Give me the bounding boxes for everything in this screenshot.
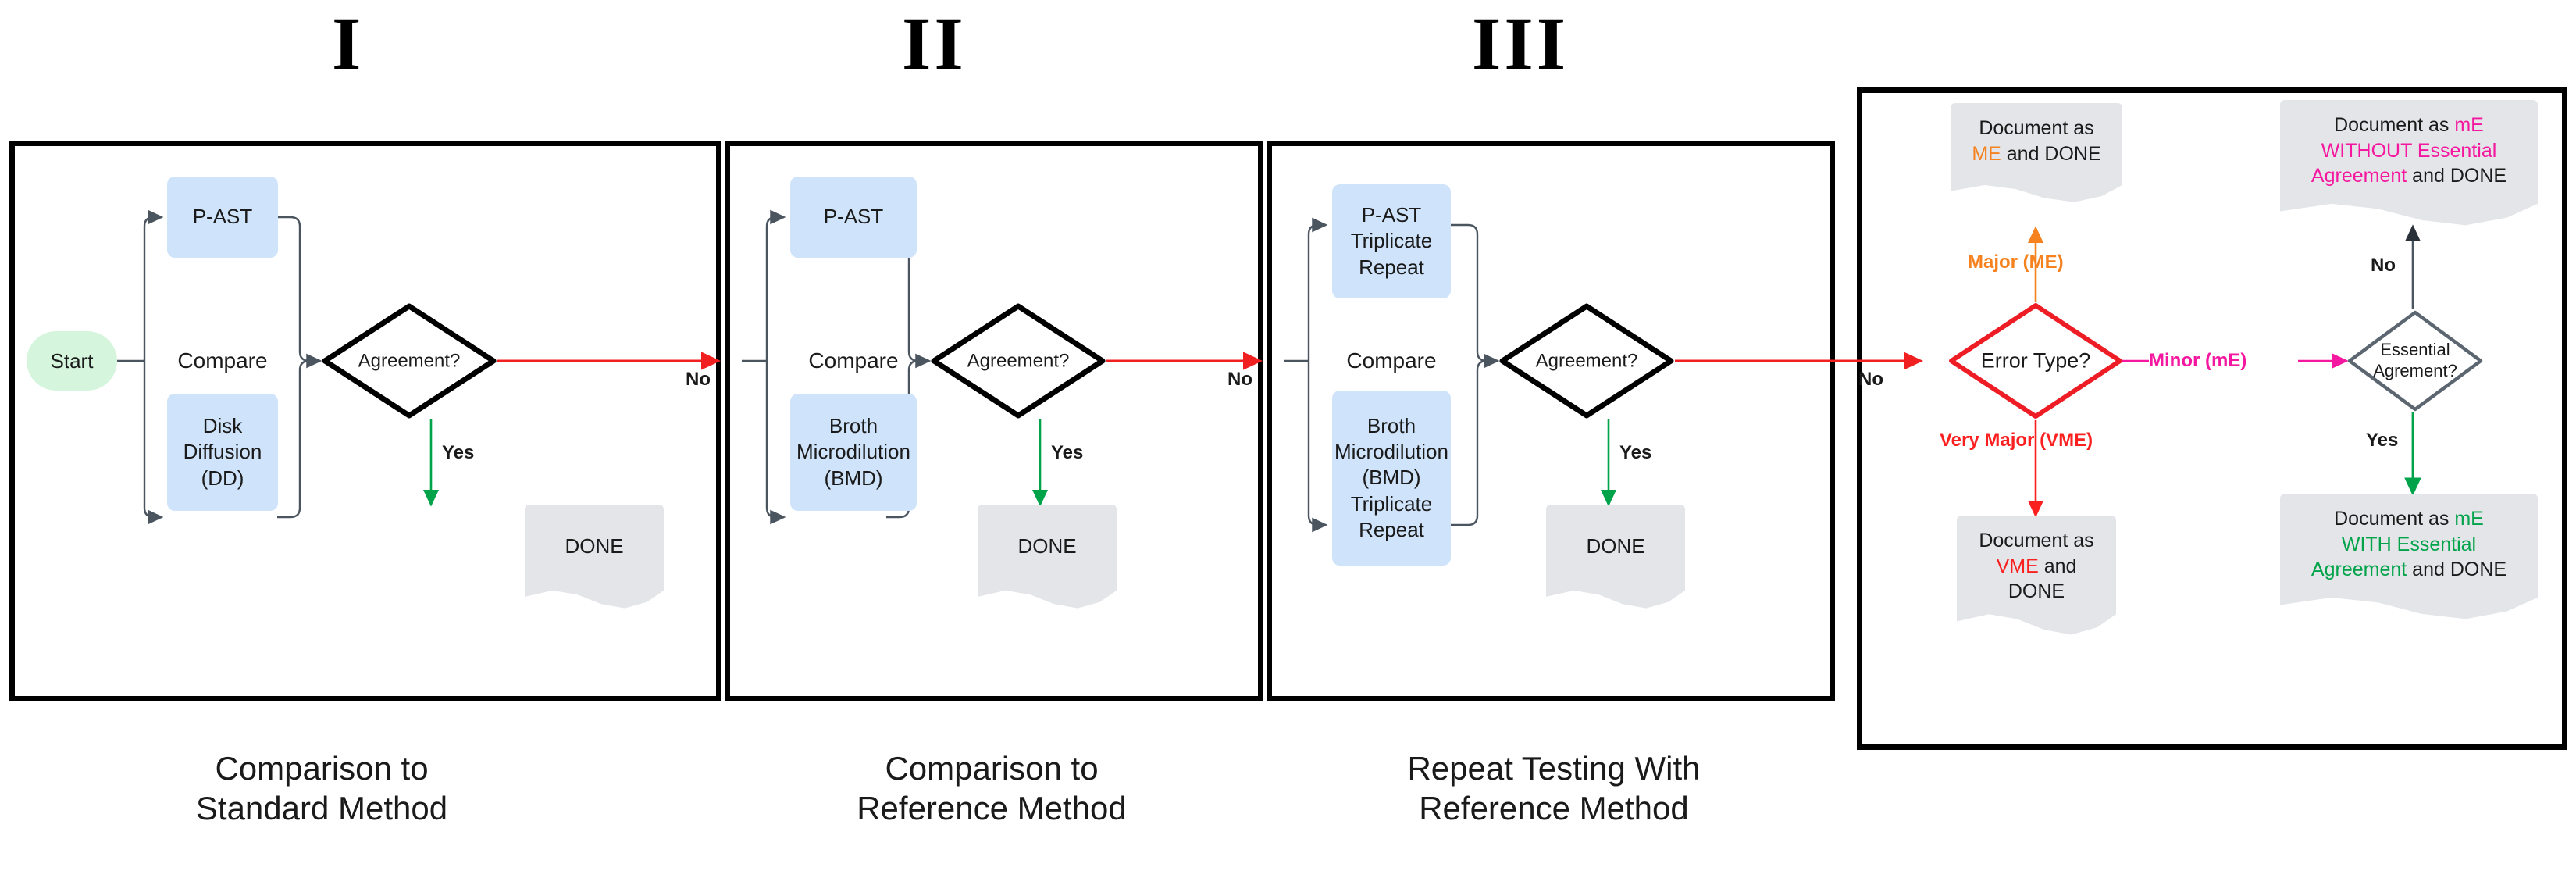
panel1-method-past: P-AST [167, 177, 278, 258]
panel2-agreement-diamond: Agreement? [929, 302, 1107, 420]
panel3-done-document: DONE [1546, 505, 1685, 609]
panel3-compare-label: Compare [1346, 348, 1437, 373]
doc-without-plain1: Document as [2334, 114, 2455, 136]
doc-with-plain2: and DONE [2407, 559, 2507, 580]
doc-vme-line2: and [2038, 555, 2077, 577]
panel4-very-major-branch-label: Very Major (VME) [1940, 430, 2093, 451]
caption-panel-1: Comparison to Standard Method [195, 750, 448, 827]
doc-vme-accent: VME [1996, 555, 2039, 577]
doc-vme-line1: Document as [1979, 530, 2094, 551]
panel4-ea-no-label: No [2371, 255, 2396, 276]
doc-without-plain2: and DONE [2407, 165, 2507, 187]
panel-1-frame [9, 141, 721, 701]
panel1-agreement-diamond: Agreement? [320, 302, 498, 420]
doc-without-accent2: WITHOUT Essential [2321, 139, 2497, 162]
panel2-compare-label: Compare [808, 348, 899, 373]
doc-me-line2: and DONE [2001, 142, 2101, 165]
panel4-doc-me: Document as ME and DONE [1951, 103, 2122, 202]
panel-numeral-ii: II [902, 2, 967, 85]
panel1-compare-label: Compare [177, 348, 268, 373]
panel4-essential-agreement-diamond: Essential Agrement? [2346, 309, 2484, 412]
doc-without-accent1: mE [2454, 114, 2484, 136]
panel3-yes-label: Yes [1619, 442, 1652, 463]
panel-numeral-i: I [332, 2, 365, 85]
panel1-no-label: No [686, 369, 711, 390]
panel4-ea-yes-label: Yes [2366, 430, 2399, 451]
panel2-method-bmd: Broth Microdilution (BMD) [790, 394, 917, 511]
panel4-minor-branch-label: Minor (mE) [2149, 350, 2247, 371]
doc-without-accent3: Agreement [2311, 165, 2407, 187]
doc-with-accent2: WITH Essential [2341, 533, 2477, 555]
panel4-doc-me-without-ea: Document as mE WITHOUT Essential Agreeme… [2280, 100, 2538, 226]
panel4-error-type-diamond: Error Type? [1947, 302, 2124, 420]
panel4-doc-vme: Document as VME and DONE [1957, 516, 2116, 635]
doc-with-accent3: Agreement [2311, 559, 2407, 580]
panel4-major-branch-label: Major (ME) [1968, 252, 2064, 273]
panel2-method-past: P-AST [790, 177, 917, 258]
panel3-method-past-triplicate: P-AST Triplicate Repeat [1332, 184, 1451, 298]
panel3-agreement-diamond: Agreement? [1498, 302, 1676, 420]
panel2-yes-label: Yes [1051, 442, 1084, 463]
doc-with-accent1: mE [2454, 508, 2484, 530]
panel3-no-label: No [1858, 369, 1883, 390]
panel4-doc-me-with-ea: Document as mE WITH Essential Agreement … [2280, 494, 2538, 619]
panel3-method-bmd-triplicate: Broth Microdilution (BMD) Triplicate Rep… [1332, 391, 1451, 566]
panel1-yes-label: Yes [442, 442, 475, 463]
doc-me-accent: ME [1972, 142, 2001, 165]
doc-vme-line3: DONE [2008, 580, 2065, 602]
panel2-no-label: No [1227, 369, 1252, 390]
start-node: Start [27, 331, 117, 391]
panel1-method-disk-diffusion: Disk Diffusion (DD) [167, 394, 278, 511]
caption-panel-2: Comparison to Reference Method [857, 750, 1127, 827]
doc-with-plain1: Document as [2334, 508, 2455, 530]
caption-panel-3: Repeat Testing With Reference Method [1407, 750, 1701, 827]
doc-me-line1: Document as [1979, 117, 2094, 139]
panel2-done-document: DONE [978, 505, 1117, 609]
panel1-done-document: DONE [525, 505, 664, 609]
panel-numeral-iii: III [1472, 2, 1569, 85]
